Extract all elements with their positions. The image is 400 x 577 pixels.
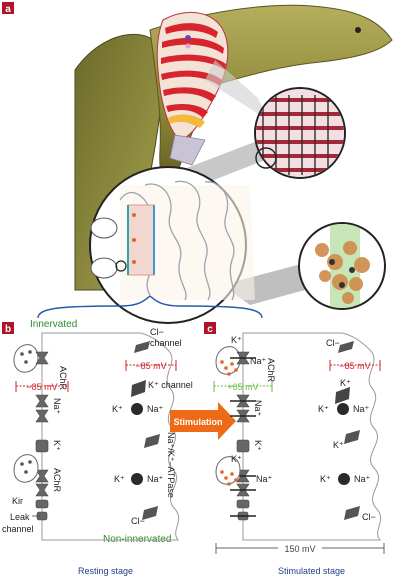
panel-b: b Innervated Non-innervated AChR [2,319,193,576]
achr-label-c: AChR [266,358,276,383]
voltage-marker-c-total [215,543,385,554]
fish-eye [355,27,361,33]
achr-label-top: AChR [58,366,68,391]
cl-channel-c [338,341,354,353]
nerve-terminal-c2 [215,456,241,485]
cl-channel-c2 [344,506,360,520]
channel-b-mid [144,434,160,448]
na-label-c-mid: Na⁺ [253,400,263,417]
k-label-b2: K⁺ [112,404,123,414]
voltage-c-left: +65 mV [227,382,258,392]
atpase-pump-b2 [131,473,143,485]
panel-b-badge [2,322,14,334]
spinal-marker [185,35,191,41]
panel-a: a [2,2,393,324]
na-label-c-top: Na⁺ [250,356,267,366]
panel-c-badge [204,322,216,334]
fin-tissue [169,134,206,166]
leak-channel-label-1: Leak [10,512,30,522]
cl-label-c-top: Cl− [326,338,340,348]
electrocyte-cell-zoom [89,166,255,324]
cl-channel-label-2: channel [150,338,182,348]
k-label-c-r1: K⁺ [340,378,351,388]
na-label-c-r1: Na⁺ [353,404,370,414]
voltage-b-left: −85 mV [26,382,57,392]
atpase-pump-b1 [131,403,143,415]
resting-stage-label: Resting stage [78,566,133,576]
atpase-pump-c1 [337,403,349,415]
membrane-channels-b [35,351,49,521]
ion-flow-arrows-c [230,357,256,517]
k-label-c-mid: K⁺ [253,440,263,451]
cl-label-c-bottom: Cl− [362,512,376,522]
voltage-marker-c-left [213,381,273,392]
section-bracket [37,295,263,319]
cl-channel-b2 [142,506,158,520]
k-channel-label: K⁺ channel [148,380,193,390]
cl-label-b: Cl− [131,516,145,526]
k-channel-b [131,380,146,397]
protein-structure-zoom [298,222,386,310]
cl-channel-b [134,341,150,353]
panel-c-label: c [207,324,213,335]
k-label-b1: K⁺ [52,440,62,451]
k-label-c-r3: K⁺ [333,440,344,450]
panel-b-label: b [5,324,11,335]
voltage-marker-b-right [125,360,177,371]
cross-section-stripes [161,23,226,118]
ach-molecules-c2 [220,470,238,486]
na-label-b1: Na⁺ [52,398,62,415]
k-label-c-top: K⁺ [231,335,242,345]
voltage-b-right: −85 mV [135,361,166,371]
leak-channel-label-2: channel [2,524,34,534]
k-label-c-r4: K⁺ [320,474,331,484]
na-label-b3: Na⁺ [147,474,164,484]
channel-c-mid [344,430,360,444]
na-label-b2: Na⁺ [147,404,164,414]
cl-channel-label-1: Cl− [150,327,164,337]
k-label-b3: K⁺ [114,474,125,484]
nerve-terminal [13,344,39,373]
kir-label: Kir [12,496,23,506]
organ-yellow-band [168,114,205,128]
ach-molecules-c [220,360,238,376]
panel-c: c K⁺ Na⁺ AChR [204,322,385,576]
panel-a-label: a [5,4,11,15]
vesicles [20,350,32,364]
stimulation-label: Stimulation [174,417,223,427]
vesicles-2 [20,460,32,474]
voltage-marker-b-left [15,381,69,392]
voltage-c-total: 150 mV [284,544,315,554]
panel-a-badge [2,2,14,14]
na-label-c-r2: Na⁺ [354,474,371,484]
k-label-c-low: K⁺ [231,454,242,464]
zoom-beam-1 [205,60,268,120]
atpase-label: Na⁺/K⁺–ATPase [166,432,176,498]
voltage-marker-c-right [329,360,381,371]
na-label-c-low: Na⁺ [256,474,273,484]
innervated-label: Innervated [30,319,77,330]
atpase-pump-c2 [338,473,350,485]
stimulated-stage-label: Stimulated stage [278,566,345,576]
cell-membrane-c [242,332,382,541]
voltage-c-right: −85 mV [339,361,370,371]
achr-label-bottom: AChR [52,468,62,493]
k-channel-c [335,387,350,404]
k-label-c-r2: K⁺ [318,404,329,414]
nerve-terminal-2 [13,454,39,483]
spinal-marker-2 [185,43,191,49]
stimulation-arrow: Stimulation [170,402,236,440]
electrocyte-stack-zoom [254,87,346,179]
